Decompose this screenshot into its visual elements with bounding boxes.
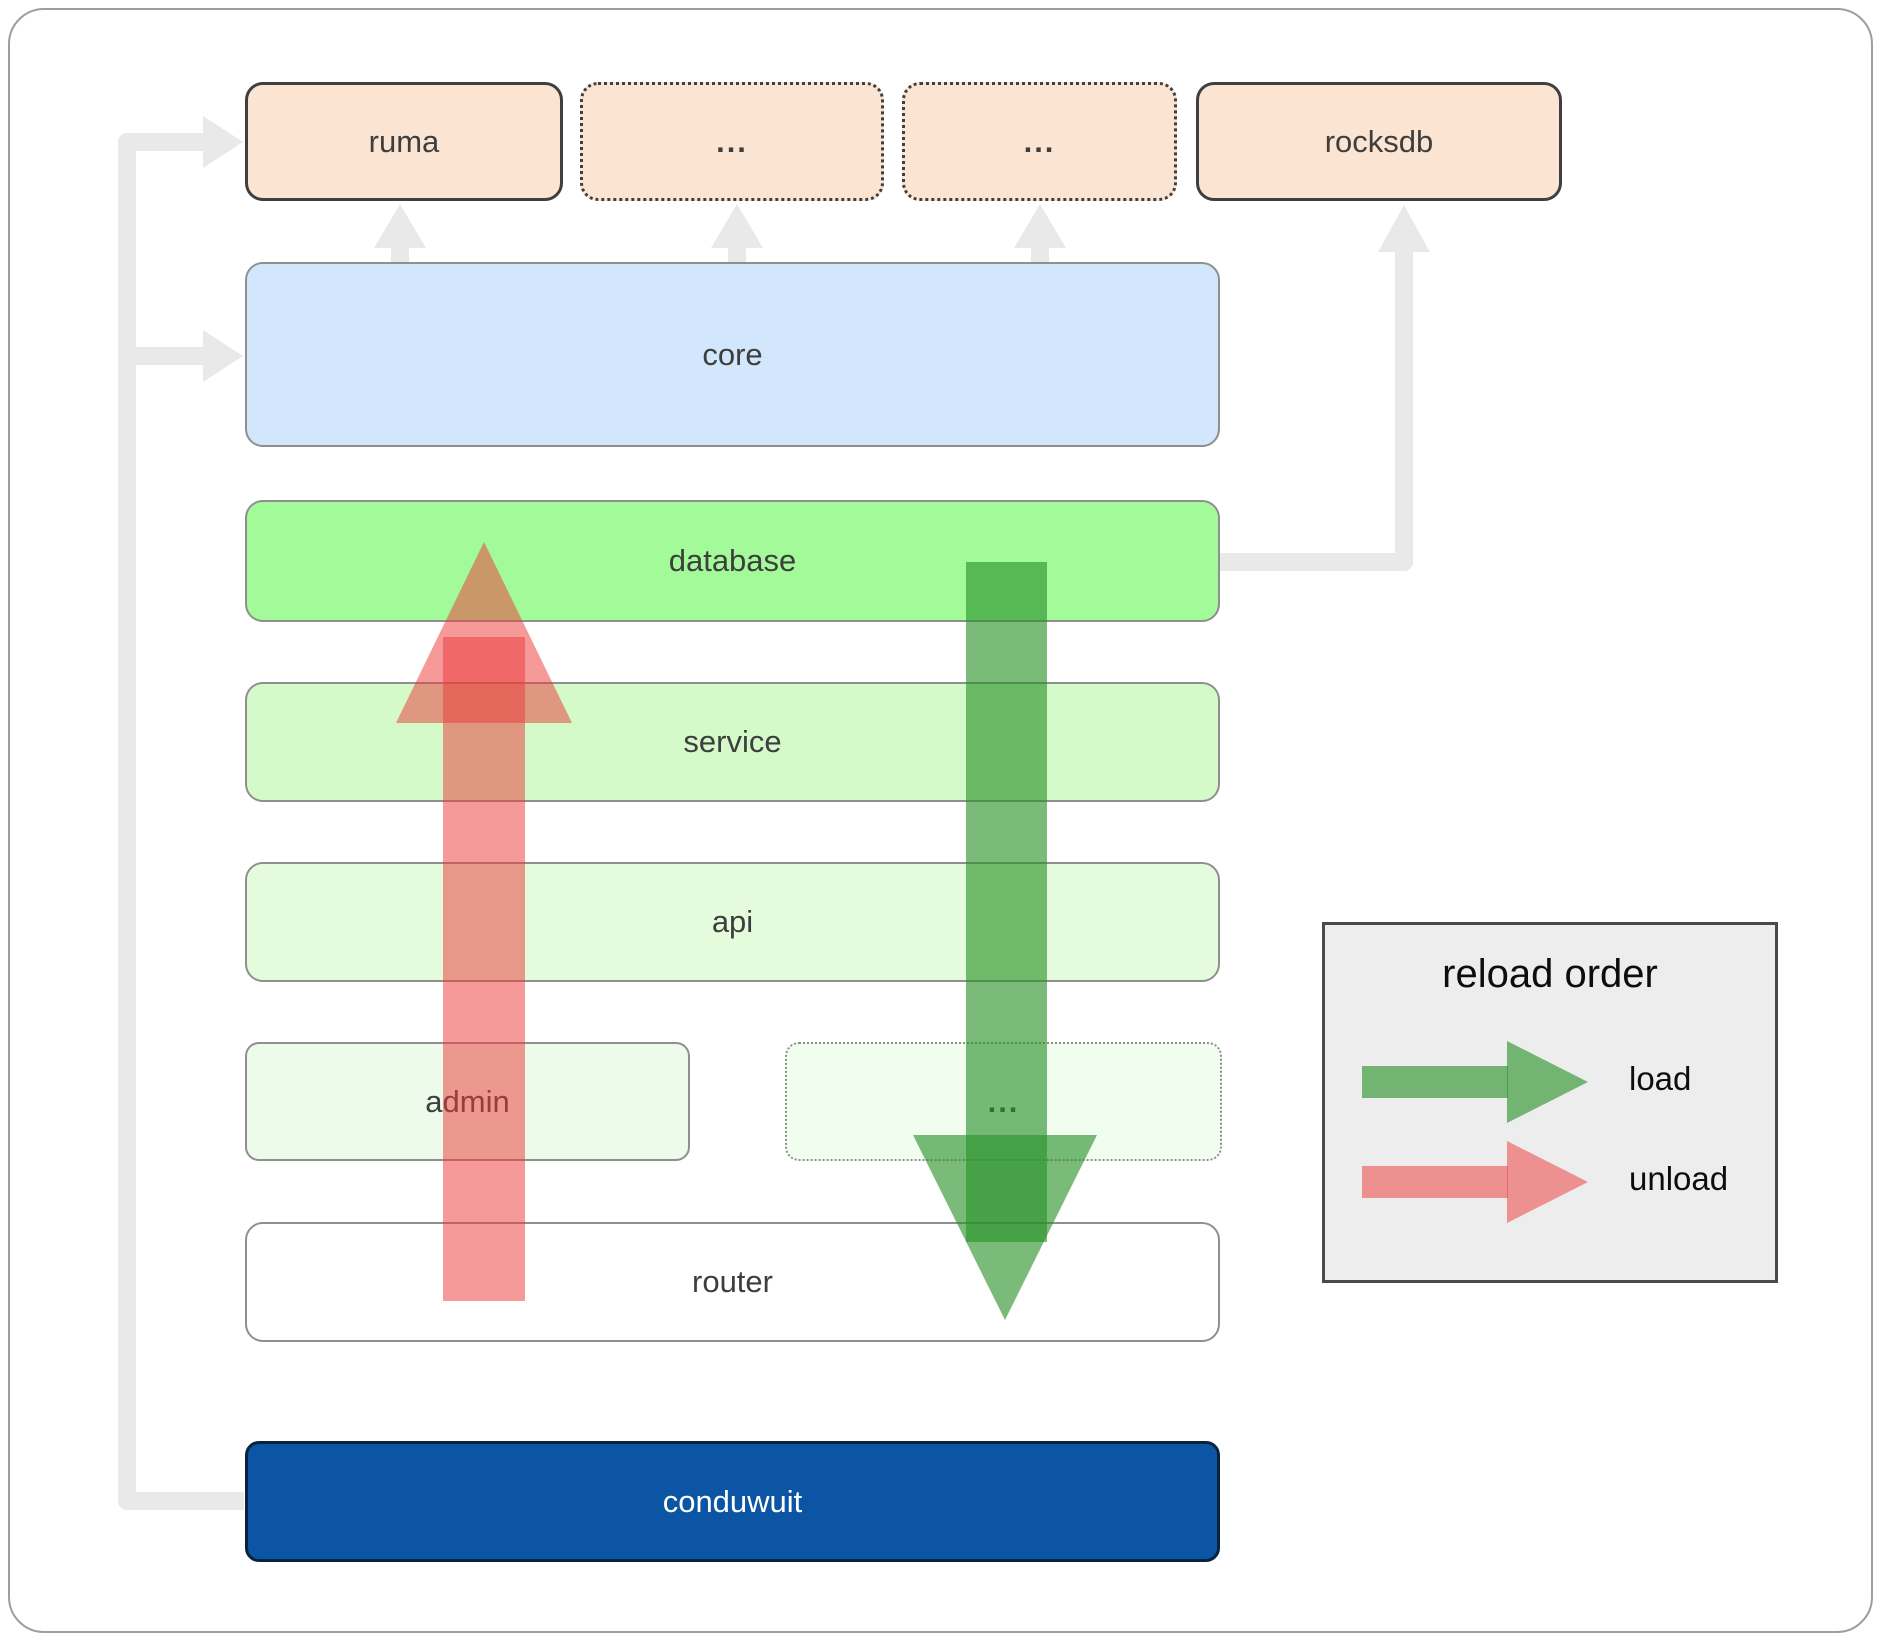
node-admin: admin <box>245 1042 690 1161</box>
node-core: core <box>245 262 1220 447</box>
node-admin-label: admin <box>425 1083 510 1119</box>
node-api: api <box>245 862 1220 982</box>
node-database-label: database <box>668 543 797 578</box>
diagram-frame <box>8 8 1873 1633</box>
node-service-label: service <box>683 724 782 759</box>
node-top-dots-2-label: ... <box>1023 123 1056 159</box>
node-mid-dots-label: ... <box>987 1083 1020 1119</box>
node-top-dots-1-label: ... <box>716 123 748 159</box>
node-top-dots-2: ... <box>902 82 1177 201</box>
node-core-label: core <box>702 336 763 372</box>
node-service: service <box>245 682 1220 802</box>
node-api-label: api <box>711 904 754 939</box>
legend-title: reload order <box>1442 952 1658 996</box>
node-mid-dots: ... <box>785 1042 1222 1161</box>
legend-load-label: load <box>1629 1060 1692 1097</box>
node-database: database <box>245 500 1220 622</box>
node-ruma-label: ruma <box>368 123 440 159</box>
node-conduwuit: conduwuit <box>245 1441 1220 1562</box>
legend-unload-label: unload <box>1629 1160 1729 1197</box>
node-top-dots-1: ... <box>580 82 884 201</box>
node-conduwuit-label: conduwuit <box>662 1483 803 1519</box>
node-ruma: ruma <box>245 82 563 201</box>
node-router-label: router <box>692 1264 773 1299</box>
node-router: router <box>245 1222 1220 1342</box>
node-rocksdb: rocksdb <box>1196 82 1562 201</box>
node-rocksdb-label: rocksdb <box>1324 123 1434 159</box>
